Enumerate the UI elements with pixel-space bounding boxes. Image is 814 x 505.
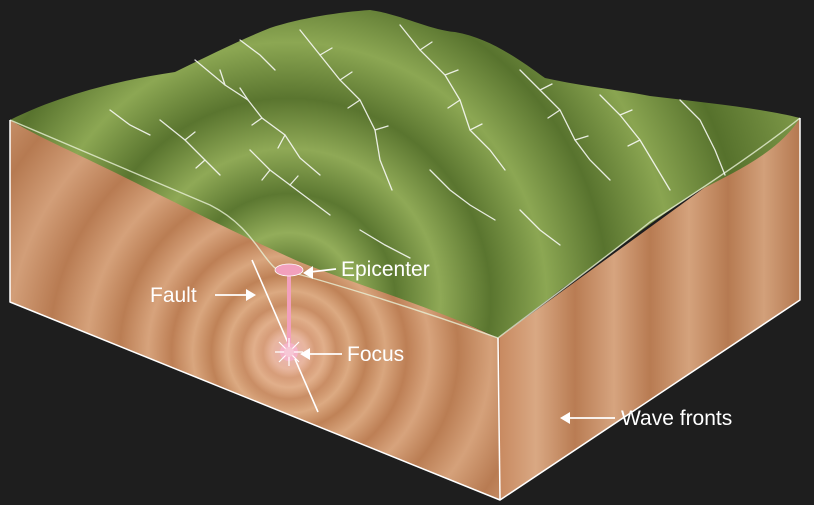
wave-fronts-label: Wave fronts bbox=[621, 407, 732, 430]
wave-fronts-arrowhead-icon bbox=[560, 412, 570, 424]
focus-epicenter-link bbox=[287, 274, 291, 350]
fault-line bbox=[251, 259, 319, 413]
fault-arrowhead-icon bbox=[246, 289, 256, 301]
block-outline bbox=[9, 118, 801, 501]
terrain-right-edge bbox=[497, 117, 801, 339]
terrain-ridge-line bbox=[9, 119, 499, 339]
epicenter-arrow bbox=[309, 268, 337, 273]
epicenter-label: Epicenter bbox=[341, 258, 430, 281]
fault-label: Fault bbox=[150, 284, 197, 307]
focus-arrowhead-icon bbox=[300, 348, 310, 360]
label-arrows bbox=[215, 266, 615, 424]
epicenter-arrowhead-icon bbox=[303, 266, 313, 279]
terrain-surface bbox=[10, 10, 800, 338]
focus-glow bbox=[10, 120, 500, 500]
epicenter-marker bbox=[274, 263, 304, 277]
stream-network bbox=[109, 24, 726, 259]
right-rock-face bbox=[498, 118, 800, 500]
focus-label: Focus bbox=[347, 343, 404, 366]
focus-starburst bbox=[275, 338, 303, 366]
